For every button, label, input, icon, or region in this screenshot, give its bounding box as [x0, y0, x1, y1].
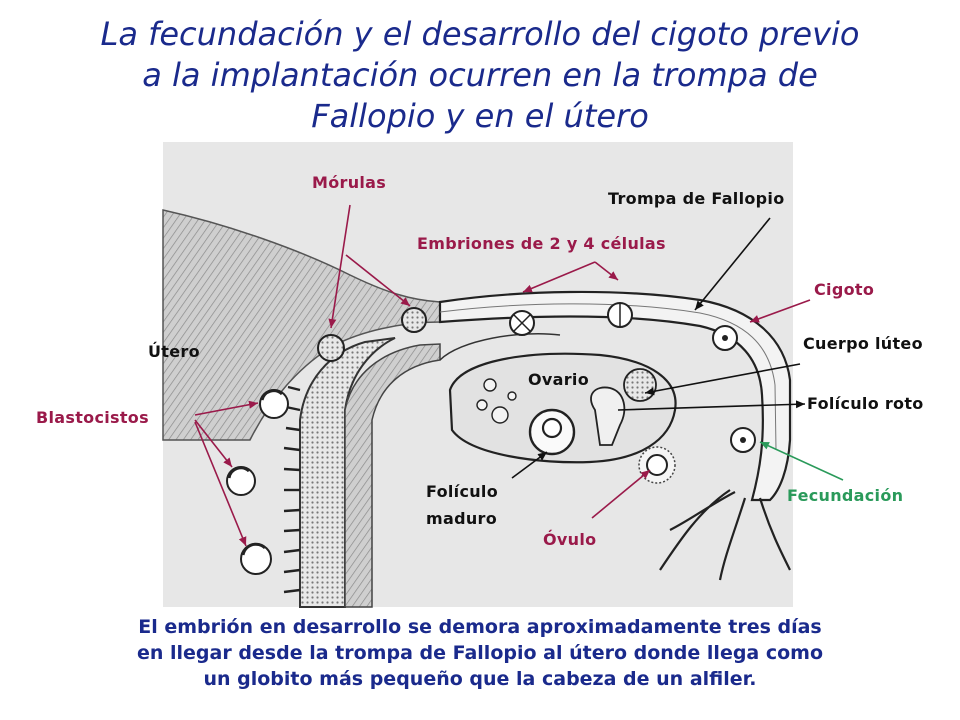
endometrium	[299, 337, 396, 608]
mature-follicle	[528, 408, 576, 456]
tube-lumen	[439, 303, 777, 451]
arrow-morulas-2	[345, 254, 411, 307]
label-foliculo-roto: Folículo roto	[807, 394, 924, 413]
label-arrows	[194, 204, 844, 547]
blastocyst-3	[240, 542, 272, 575]
arrow-cigoto	[749, 299, 811, 323]
arrow-blastocistos-2	[194, 419, 233, 468]
myometrium	[344, 343, 441, 608]
arrow-foliculo-roto	[617, 400, 806, 411]
zygote-cell	[712, 325, 738, 351]
ovarian-follicles	[476, 378, 517, 424]
arrow-ovulo	[591, 469, 651, 519]
fallopian-tube	[438, 290, 792, 502]
arrow-morulas-1	[328, 204, 351, 329]
caption-line-3: un globito más pequeño que la cabeza de …	[203, 668, 757, 690]
embryo-2-cell	[607, 302, 633, 328]
label-fecundacion: Fecundación	[787, 486, 904, 505]
caption-line-2: en llegar desde la trompa de Fallopio al…	[136, 642, 824, 664]
label-foliculo-maduro-2: maduro	[426, 509, 497, 528]
ruptured-follicle	[590, 386, 626, 446]
arrow-blastocistos-1	[194, 400, 259, 416]
corpus-luteum	[623, 368, 657, 402]
fertilization-cell	[730, 427, 756, 453]
label-ovulo: Óvulo	[543, 530, 597, 549]
label-embriones: Embriones de 2 y 4 células	[417, 234, 666, 253]
arrow-trompa	[694, 217, 771, 311]
ovary	[448, 352, 677, 464]
label-blastocistos: Blastocistos	[36, 408, 149, 427]
fimbriae	[659, 489, 791, 581]
label-foliculo-maduro-1: Folículo	[426, 482, 498, 501]
slide-title: La fecundación y el desarrollo del cigot…	[20, 14, 940, 137]
ovarian-ligament	[439, 332, 561, 361]
arrow-foliculo-maduro	[511, 451, 548, 479]
label-morulas: Mórulas	[312, 173, 387, 192]
title-line-1: La fecundación y el desarrollo del cigot…	[100, 15, 860, 53]
arrow-fecundacion	[759, 441, 844, 481]
morula-tube	[401, 307, 427, 333]
arrow-embriones-2	[594, 261, 619, 281]
arrow-blastocistos-3	[194, 421, 247, 547]
blastocyst-2	[226, 466, 256, 496]
morula-uterus	[317, 334, 345, 362]
arrow-cuerpo-luteo	[644, 363, 801, 396]
title-line-2: a la implantación ocurren en la trompa d…	[142, 56, 818, 94]
blastocyst-1	[259, 389, 289, 419]
caption-line-1: El embrión en desarrollo se demora aprox…	[138, 616, 822, 638]
label-cigoto: Cigoto	[814, 280, 875, 299]
label-cuerpo-luteo: Cuerpo lúteo	[803, 334, 923, 353]
ovum	[638, 446, 676, 484]
label-trompa: Trompa de Fallopio	[608, 189, 785, 208]
embryo-4-cell	[509, 310, 535, 336]
title-line-3: Fallopio y en el útero	[311, 97, 649, 135]
label-ovario: Ovario	[528, 370, 589, 389]
arrow-embriones-1	[522, 261, 596, 293]
label-utero: Útero	[148, 342, 200, 361]
caption: El embrión en desarrollo se demora aprox…	[20, 614, 940, 692]
